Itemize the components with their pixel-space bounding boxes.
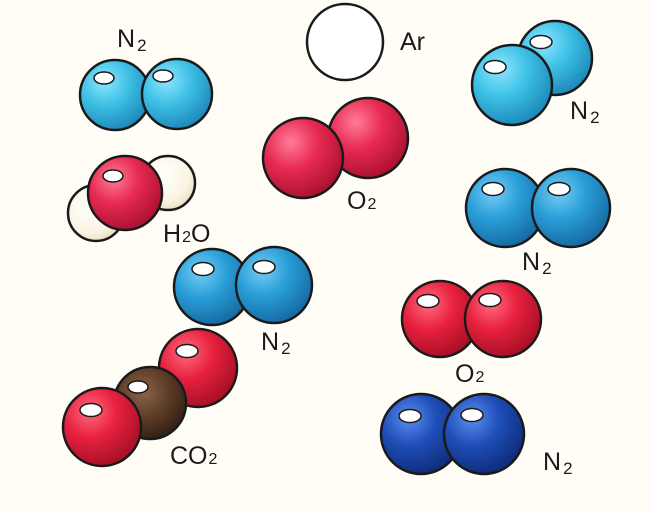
label-ar: Ar: [400, 28, 425, 56]
h2o-molecule: [66, 154, 197, 243]
n2-molecule-top-left: [78, 57, 214, 132]
n2-molecule-center: [172, 245, 314, 327]
o2-molecule-upper: [261, 96, 410, 200]
co2-molecule: [61, 327, 239, 468]
n2-molecule-bottom-right: [379, 392, 526, 476]
n2-molecule-right-middle: [464, 167, 612, 249]
label-o2-upper: O2: [347, 187, 377, 215]
label-o2-lower: O2: [455, 360, 485, 388]
label-h2o: H2O: [163, 220, 211, 248]
n2-molecule-top-right: [470, 19, 594, 127]
o2-molecule-lower: [400, 279, 543, 359]
argon-atom: [305, 2, 385, 82]
label-co2: CO2: [170, 442, 218, 470]
